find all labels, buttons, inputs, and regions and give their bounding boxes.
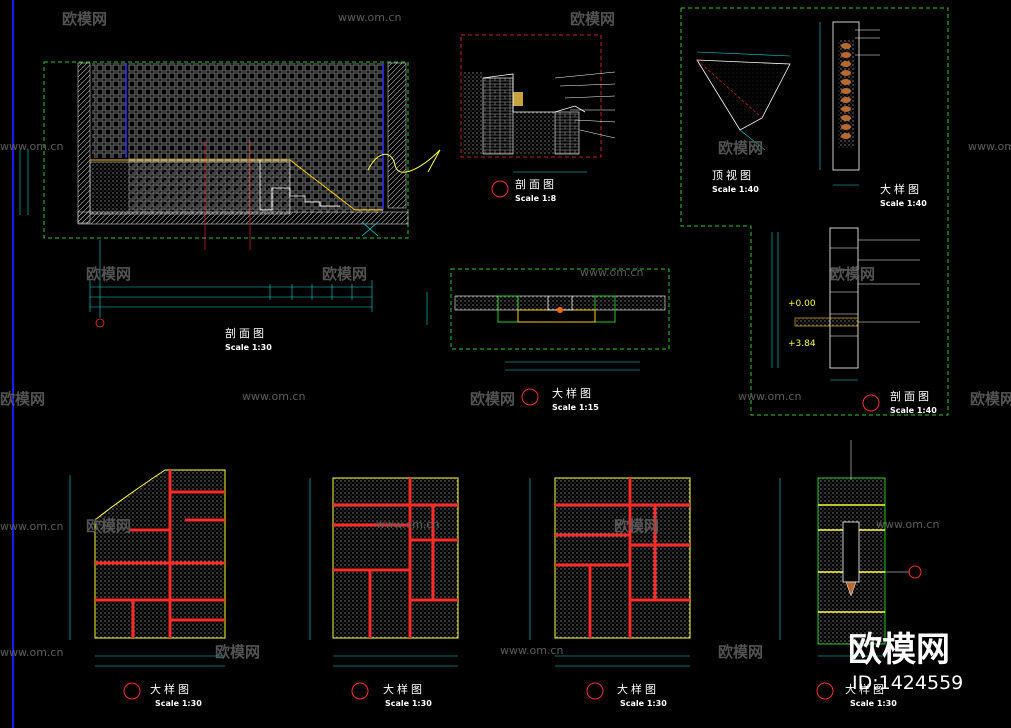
watermark-url: www.om.cn bbox=[376, 518, 440, 531]
watermark-brand: 欧模网 bbox=[0, 390, 46, 408]
watermark-brand: 欧模网 bbox=[830, 265, 876, 283]
watermark-url: www.om.cn bbox=[338, 11, 402, 24]
watermark-brand: 欧模网 bbox=[322, 265, 368, 283]
drawing-e-scale: Scale 1:40 bbox=[880, 199, 927, 208]
drawing-a-title: 剖面图 bbox=[225, 327, 267, 340]
watermark-url: www.om.cn bbox=[876, 518, 940, 531]
drawing-i-scale: Scale 1:30 bbox=[620, 699, 667, 708]
drawing-c-title: 大样图 bbox=[552, 387, 594, 400]
detail-c-drawing bbox=[426, 268, 670, 406]
brand-id-label: ID:1424559 bbox=[852, 672, 964, 694]
watermark-url: www.om.cn bbox=[580, 266, 644, 279]
watermark-url: www.om.cn bbox=[0, 140, 64, 153]
drawing-f-title: 剖面图 bbox=[890, 390, 932, 403]
drawing-c-scale: Scale 1:15 bbox=[552, 403, 599, 412]
watermark-brand: 欧模网 bbox=[86, 265, 132, 283]
watermark-brand: 欧模网 bbox=[470, 390, 516, 408]
drawing-j-scale: Scale 1:30 bbox=[850, 699, 897, 708]
detail-i-drawing bbox=[529, 477, 691, 700]
drawing-i-title: 大样图 bbox=[617, 683, 659, 696]
section-f-drawing bbox=[771, 227, 920, 412]
detail-g-drawing bbox=[69, 469, 226, 700]
drawing-f-scale: Scale 1:40 bbox=[890, 406, 937, 415]
watermark-brand: 欧模网 bbox=[718, 643, 764, 661]
section-b-drawing bbox=[460, 34, 616, 198]
drawing-a-scale: Scale 1:30 bbox=[225, 343, 272, 352]
detail-h-drawing bbox=[309, 477, 459, 700]
watermark-brand: 欧模网 bbox=[718, 139, 764, 157]
drawing-g-title: 大样图 bbox=[150, 683, 192, 696]
drawing-h-scale: Scale 1:30 bbox=[385, 699, 432, 708]
drawing-b-title: 剖面图 bbox=[515, 178, 557, 191]
section-a-drawing bbox=[19, 61, 441, 328]
level-bottom: +3.84 bbox=[788, 339, 816, 349]
drawing-e-title: 大样图 bbox=[880, 183, 922, 196]
detail-j-drawing bbox=[779, 440, 922, 700]
watermark-url: www.om.cn bbox=[500, 644, 564, 657]
watermark-url: www.om.cn bbox=[738, 390, 802, 403]
level-top: +0.00 bbox=[788, 299, 816, 309]
drawing-d-title: 顶视图 bbox=[712, 169, 754, 182]
top-view-drawing bbox=[680, 7, 949, 416]
watermark-brand: 欧模网 bbox=[62, 10, 108, 28]
watermark-brand: 欧模网 bbox=[215, 643, 261, 661]
watermark-url: www.om.cn bbox=[242, 390, 306, 403]
drawing-g-scale: Scale 1:30 bbox=[155, 699, 202, 708]
watermark-brand: 欧模网 bbox=[86, 517, 132, 535]
watermark-url: www.om.cn bbox=[968, 140, 1011, 153]
watermark-url: www.om.cn bbox=[0, 520, 64, 533]
watermark-brand: 欧模网 bbox=[614, 517, 660, 535]
drawing-d-scale: Scale 1:40 bbox=[712, 185, 759, 194]
brand-logo: 欧模网 bbox=[848, 630, 950, 670]
watermark-url: www.om.cn bbox=[0, 646, 64, 659]
watermark-brand: 欧模网 bbox=[570, 10, 616, 28]
watermark-brand: 欧模网 bbox=[970, 390, 1011, 408]
drawing-j-title: 大样图 bbox=[845, 683, 887, 696]
drawing-h-title: 大样图 bbox=[383, 683, 425, 696]
drawing-b-scale: Scale 1:8 bbox=[515, 194, 557, 203]
